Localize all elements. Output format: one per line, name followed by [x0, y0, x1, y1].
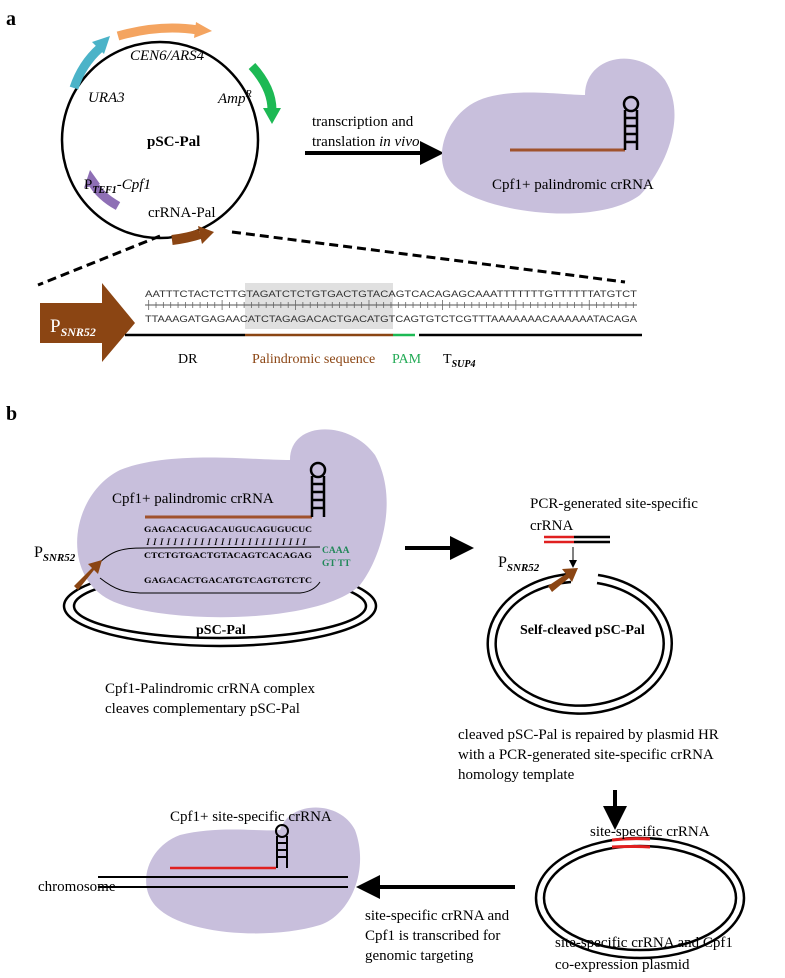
arrow-text-line1: transcription and — [312, 114, 414, 130]
snr52-label-b: PSNR52 — [34, 544, 76, 564]
crrna-sequence: GAGACACUGACAUGUCAGUGUCUC — [144, 524, 312, 534]
complex-label-b: Cpf1+ palindromic crRNA — [112, 491, 274, 507]
target-dna-top: CTCTGTGACTGTACAGTCACAGAG — [144, 550, 312, 560]
coexp-line1: site-specific crRNA and Cpf1 — [555, 935, 733, 951]
snr52-promoter-label: PSNR52 — [50, 316, 96, 339]
cleaved-plasmid-outer — [486, 572, 673, 715]
snr52-arrow-b — [74, 560, 102, 590]
ampr-arrow — [248, 62, 277, 111]
repair-line3: homology template — [458, 767, 575, 783]
repair-line1: cleaved pSC-Pal is repaired by plasmid H… — [458, 727, 719, 743]
plasmid-name: pSC-Pal — [147, 134, 200, 150]
cen-ars-arrow — [116, 23, 199, 41]
ura3-arrowhead-icon — [92, 36, 110, 54]
transcribe-line1: site-specific crRNA and — [365, 908, 510, 924]
plasmid-map: CEN6/ARS4 URA3 AmpR pSC-Pal PTEF1-Cpf1 c… — [60, 22, 281, 245]
panel-a-label: a — [6, 8, 16, 30]
hairpin-icon — [309, 461, 327, 517]
hairpin-icon — [275, 824, 289, 868]
coexpression-plasmid: site-specific crRNA site-specific crRNA … — [534, 824, 746, 973]
dr-label: DR — [178, 352, 198, 367]
crrna-pal-arrowhead-icon — [198, 226, 214, 244]
pam-top: CAAA — [322, 546, 350, 556]
transcribe-line2: Cpf1 is transcribed for — [365, 928, 500, 944]
sequence-top-strand: AATTTCTACTCTTGTAGATCTCTGTGACTGTACAGTCACA… — [145, 289, 637, 299]
pcr-label-line2: crRNA — [530, 518, 573, 534]
ampr-arrowhead-icon — [263, 108, 281, 124]
sequence-bottom-strand: TTAAAGATGAGAACATCTAGAGACACTGACATGTCAGTGT… — [145, 314, 638, 324]
plasmid-name-b: pSC-Pal — [196, 623, 246, 638]
cpf1-blob — [441, 58, 675, 214]
snr52-arrow-cleaved — [548, 568, 578, 592]
cleavage-step: Cpf1+ palindromic crRNA GAGACACUGACAUGUC… — [34, 429, 387, 717]
caption-line2: cleaves complementary pSC-Pal — [105, 701, 300, 717]
cen-ars-arrowhead-icon — [194, 22, 212, 38]
ptef-cpf1-label: PTEF1-Cpf1 — [84, 177, 151, 196]
site-crrna-insert-outer — [611, 837, 651, 842]
genomic-targeting: Cpf1+ site-specific crRNA chromosome — [38, 807, 361, 934]
site-crrna-insert-inner — [611, 845, 651, 849]
ptef-cpf1-arrowhead-icon — [84, 170, 100, 188]
crrna-pal-arrow — [171, 229, 202, 245]
transcribe-line3: genomic targeting — [365, 948, 474, 964]
hairpin-icon — [622, 95, 640, 150]
cpf1-complex-a: Cpf1+ palindromic crRNA — [441, 58, 675, 214]
pcr-label-line1: PCR-generated site-specific — [530, 496, 698, 512]
zoom-dash-left — [37, 234, 161, 287]
terminator-label: TSUP4 — [443, 352, 475, 370]
ampr-label: AmpR — [217, 89, 252, 107]
cleaved-plasmid-inner — [494, 580, 665, 707]
snr52-promoter-arrow — [40, 283, 135, 362]
coexp-line2: co-expression plasmid — [555, 957, 690, 973]
caption-line1: Cpf1-Palindromic crRNA complex — [105, 681, 315, 697]
palindrome-highlight — [245, 283, 393, 329]
ura3-arrow — [69, 44, 104, 90]
ura3-label: URA3 — [88, 90, 125, 106]
final-complex-label: Cpf1+ site-specific crRNA — [170, 809, 332, 825]
chromosome-label: chromosome — [38, 879, 116, 895]
complex-label: Cpf1+ palindromic crRNA — [492, 177, 654, 193]
cpf1-blob-final — [146, 807, 361, 934]
self-cleaved-step: PCR-generated site-specific crRNA PSNR52… — [458, 496, 719, 783]
non-target-strand — [99, 577, 321, 594]
site-specific-label: site-specific crRNA — [590, 824, 710, 840]
cleaved-plasmid-name: Self-cleaved pSC-Pal — [520, 623, 645, 638]
cpf1-blob-b — [77, 429, 387, 618]
base-pair-ticks — [145, 300, 637, 310]
pam-label: PAM — [392, 352, 422, 367]
sequence-detail: PSNR52 AATTTCTACTCTTGTAGATCTCTGTGACTGTAC… — [40, 283, 642, 370]
plasmid-circle — [60, 40, 260, 240]
crrna-pal-label: crRNA-Pal — [148, 205, 216, 221]
base-pairing-marks: I I I I I I I I I I I I I I I I I I I I … — [145, 537, 308, 547]
panel-b-label: b — [6, 403, 17, 425]
snr52-label-cleaved: PSNR52 — [498, 554, 540, 574]
pam-bottom: GT TT — [322, 559, 351, 569]
arrow-text-line2: translation in vivo — [312, 134, 420, 150]
cen-ars-label: CEN6/ARS4 — [130, 48, 205, 64]
repair-line2: with a PCR-generated site-specific crRNA — [458, 747, 714, 763]
zoom-dash-right — [231, 230, 626, 284]
palindromic-label: Palindromic sequence — [252, 352, 375, 367]
target-dna-bottom: GAGACACTGACATGTCAGTGTCTC — [144, 575, 312, 585]
